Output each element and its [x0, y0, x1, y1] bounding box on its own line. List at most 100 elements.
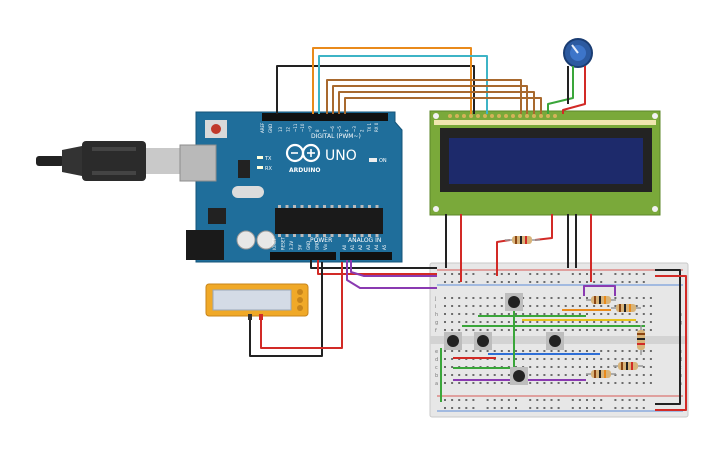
atmega-chip [275, 208, 383, 234]
piezo-buzzer[interactable] [205, 283, 309, 320]
rail-hole [486, 399, 489, 401]
wires[interactable] [249, 47, 687, 411]
reset-button-cap[interactable] [211, 124, 221, 134]
push-button-3[interactable] [474, 332, 492, 350]
breadboard-hole [515, 313, 517, 315]
resistor-2[interactable] [611, 304, 641, 312]
rail-hole [550, 399, 553, 401]
aref-pin-label: AREF [260, 122, 265, 133]
lcd-pin [476, 114, 480, 118]
wire-right-gnd-rail[interactable] [655, 269, 681, 405]
breadboard-hole [465, 374, 468, 376]
breadboard-hole [522, 313, 525, 315]
resistor-1[interactable] [586, 296, 616, 304]
breadboard-hole [486, 350, 489, 352]
breadboard-hole [493, 382, 496, 384]
rail-hole [529, 273, 532, 275]
wire-a1[interactable] [350, 260, 437, 277]
board-maker-label: ARDUINO [289, 167, 320, 174]
breadboard-hole [564, 350, 567, 352]
rail-hole [571, 407, 574, 409]
rail-hole [571, 273, 574, 275]
lcd-pin [483, 114, 487, 118]
resistors[interactable] [505, 236, 645, 378]
wire-pot-vcc[interactable] [562, 66, 586, 114]
breadboard-hole [507, 329, 510, 331]
resistor-3[interactable] [637, 325, 645, 355]
arduino-uno-board[interactable]: UNO ARDUINO DIGITAL (PWM~) POWER ANALOG … [179, 111, 403, 263]
breadboard-hole [451, 313, 454, 315]
chip-leg [345, 234, 349, 237]
breadboard-hole [649, 366, 652, 368]
wire-a0-buttons[interactable] [346, 260, 437, 289]
breadboard-hole [607, 350, 610, 352]
rail-hole [635, 407, 638, 409]
breadboard-hole [635, 305, 638, 307]
analog-pin-label: A3 [366, 244, 371, 250]
breadboard-hole [550, 305, 553, 307]
power-led-label: ON [379, 158, 387, 164]
digital-pin-label: ~9 [308, 126, 313, 132]
wire-buzzer-signal[interactable] [260, 262, 343, 349]
push-button-5[interactable] [510, 367, 528, 385]
wire-right-vcc-rail[interactable] [655, 275, 687, 411]
breadboard-hole [458, 321, 461, 323]
resistor-lcd-backlight[interactable] [505, 236, 540, 244]
jumper-purple-top[interactable] [583, 285, 616, 296]
breadboard-hole [536, 350, 539, 352]
breadboard-hole [500, 350, 503, 352]
chip-leg [308, 205, 311, 208]
lcd-pin [448, 114, 452, 118]
arduino-logo-icon [285, 143, 321, 163]
potentiometer[interactable] [563, 38, 593, 68]
chip-leg [293, 205, 296, 208]
rail-hole [451, 281, 454, 283]
chip-leg [278, 234, 281, 237]
usb-cable[interactable] [36, 141, 180, 181]
resistor-4[interactable] [586, 370, 616, 378]
wire-gnd-lcd[interactable] [276, 65, 475, 114]
breadboard-hole [486, 382, 489, 384]
lcd-pin [490, 114, 494, 118]
resistor-5[interactable] [613, 362, 643, 370]
breadboard-hole [586, 350, 588, 352]
breadboard-hole [507, 350, 510, 352]
breadboard-hole [642, 374, 645, 376]
rail-hole [600, 399, 603, 401]
wire-d5-lcd[interactable] [338, 91, 535, 114]
rail-hole [536, 399, 539, 401]
wire-5v-rail[interactable] [317, 260, 437, 275]
breadboard-hole [564, 297, 567, 299]
power-pin-label: GND [315, 241, 320, 250]
power-header-label: POWER [310, 237, 332, 244]
breadboard-hole [507, 374, 510, 376]
rail-hole [635, 399, 638, 401]
breadboard-hole [614, 382, 617, 384]
lcd-16x2-display[interactable] [429, 110, 661, 216]
push-button-2[interactable] [444, 332, 462, 350]
wire-buzzer-gnd[interactable] [249, 262, 323, 357]
push-button-4[interactable] [546, 332, 564, 350]
rail-hole [543, 281, 546, 283]
breadboard-hole [614, 329, 617, 331]
wire-d4-lcd[interactable] [344, 97, 542, 114]
voltage-regulator [238, 160, 250, 178]
rail-hole [507, 281, 510, 283]
breadboard-hole [550, 329, 553, 331]
breadboard-hole [529, 321, 532, 323]
rail-hole [472, 407, 475, 409]
breadboard-hole [593, 329, 596, 331]
breadboard-hole [593, 313, 596, 315]
wire-lcd-a[interactable] [534, 214, 553, 241]
push-button-1[interactable] [505, 293, 523, 311]
breadboard-hole [479, 321, 482, 323]
push-buttons[interactable] [444, 293, 564, 385]
wire-d6-lcd[interactable] [332, 85, 528, 114]
breadboard-hole [529, 366, 532, 368]
breadboard-hole [607, 313, 610, 315]
crystal [232, 186, 264, 198]
wire-pot-wiper[interactable] [547, 66, 574, 114]
breadboard-hole [500, 374, 503, 376]
wire-gnd-rail[interactable] [310, 260, 437, 269]
